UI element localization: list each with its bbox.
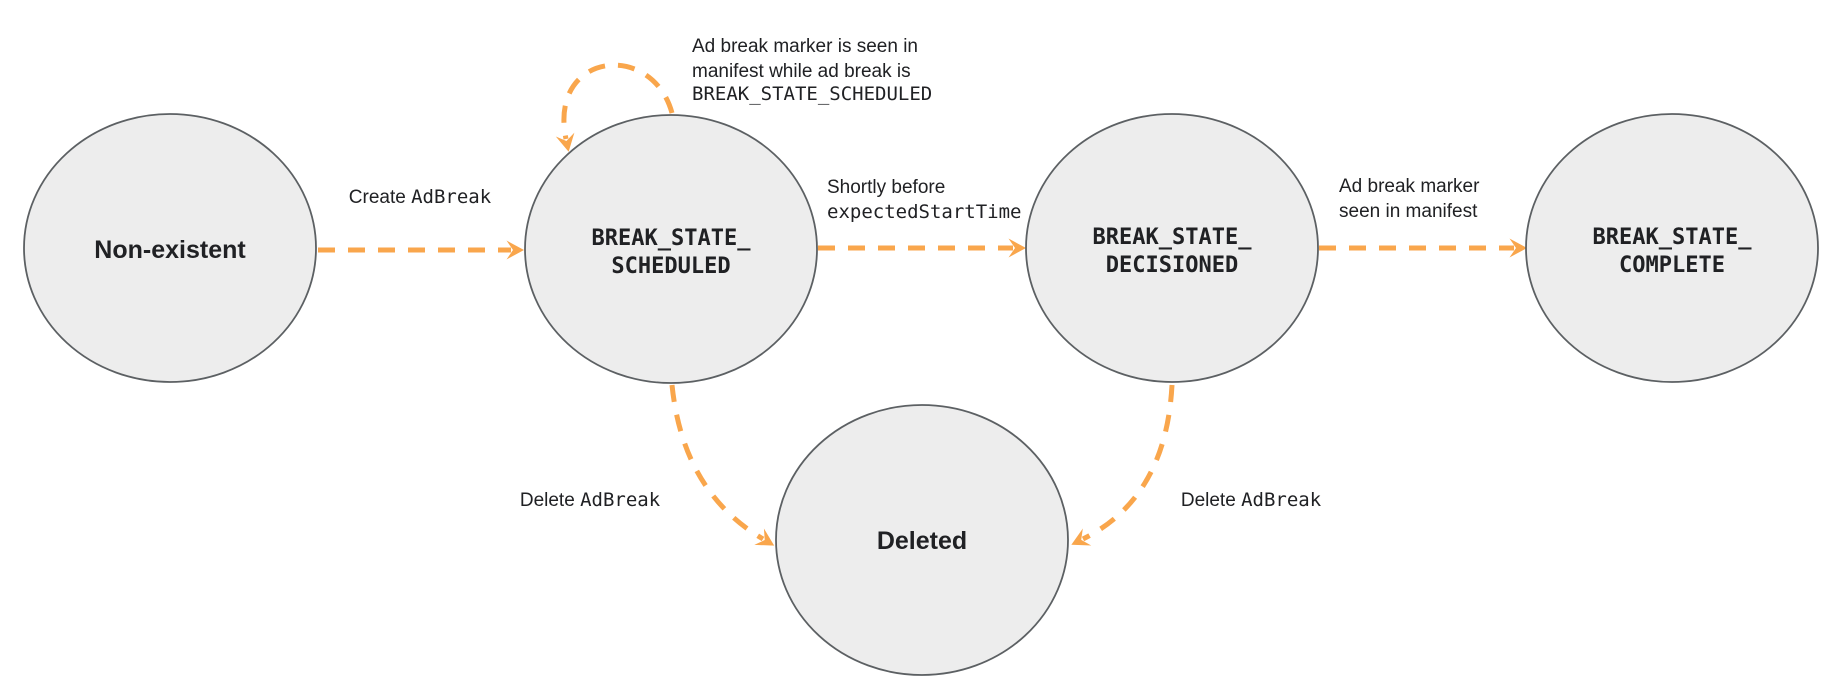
node-break-state-complete-label-line2: COMPLETE	[1619, 253, 1725, 278]
edge-label-delete-left: Delete AdBreak	[520, 489, 661, 511]
node-non-existent-label: Non-existent	[94, 236, 246, 264]
edge-decisioned-to-deleted-path	[1071, 384, 1175, 546]
edge-scheduled-to-deleted-path	[669, 384, 775, 546]
edge-label-self-loop-line1: Ad break marker is seen in	[692, 36, 918, 57]
node-deleted: Deleted	[775, 404, 1069, 676]
edge-label-self-loop-line3: BREAK_STATE_SCHEDULED	[692, 83, 932, 105]
edge-label-delete-right-code: AdBreak	[1241, 489, 1322, 511]
node-non-existent: Non-existent	[23, 113, 317, 383]
edge-label-marker-seen-line2: seen in manifest	[1339, 201, 1478, 222]
node-break-state-complete: BREAK_STATE_ COMPLETE	[1525, 113, 1819, 383]
edge-label-delete-left-text: Delete	[520, 490, 580, 511]
node-break-state-scheduled-shape	[524, 114, 818, 384]
node-break-state-decisioned-label-line2: DECISIONED	[1106, 253, 1238, 278]
edge-label-delete-right: Delete AdBreak	[1181, 489, 1322, 511]
node-non-existent-shape	[23, 113, 317, 383]
node-break-state-complete-label-line1: BREAK_STATE_	[1593, 225, 1753, 250]
edge-self-loop-path	[555, 62, 675, 152]
edge-label-marker-seen: Ad break marker seen in manifest	[1339, 176, 1480, 222]
edge-label-shortly-before: Shortly before expectedStartTime	[827, 177, 1021, 223]
node-break-state-decisioned: BREAK_STATE_ DECISIONED	[1025, 113, 1319, 383]
node-break-state-scheduled-label-line1: BREAK_STATE_	[592, 226, 752, 251]
edge-label-self-loop: Ad break marker is seen in manifest whil…	[692, 36, 932, 105]
node-break-state-complete-shape	[1525, 113, 1819, 383]
edge-label-delete-right-text: Delete	[1181, 490, 1241, 511]
node-break-state-scheduled: BREAK_STATE_ SCHEDULED	[524, 114, 818, 384]
node-deleted-shape	[775, 404, 1069, 676]
node-break-state-scheduled-label-line2: SCHEDULED	[611, 254, 730, 279]
edge-label-self-loop-line2: manifest while ad break is	[692, 61, 911, 82]
edge-label-shortly-before-line1: Shortly before	[827, 177, 945, 198]
edge-label-create-adbreak: Create AdBreak	[349, 186, 492, 208]
node-break-state-decisioned-shape	[1025, 113, 1319, 383]
edge-decisioned-to-deleted	[1071, 384, 1175, 546]
edge-label-create-text: Create	[349, 187, 411, 208]
edge-label-create-code: AdBreak	[411, 186, 492, 208]
edge-label-delete-left-code: AdBreak	[580, 489, 661, 511]
node-break-state-decisioned-label-line1: BREAK_STATE_	[1093, 225, 1253, 250]
edge-label-marker-seen-line1: Ad break marker	[1339, 176, 1480, 197]
edge-scheduled-to-deleted	[669, 384, 775, 546]
edge-self-loop-scheduled	[555, 62, 675, 152]
node-deleted-label: Deleted	[877, 527, 967, 555]
edge-label-shortly-before-code: expectedStartTime	[827, 201, 1021, 223]
